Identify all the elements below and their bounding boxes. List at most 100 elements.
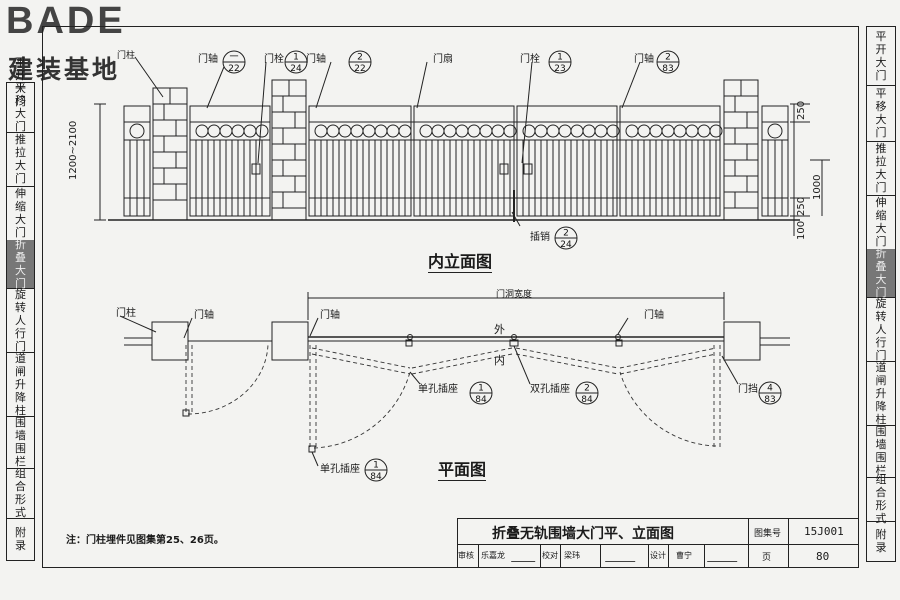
left-tab-8[interactable]: 组合形式 — [7, 467, 34, 519]
page-label: 页 — [762, 553, 772, 563]
left-tab-label: 组合形式 — [15, 467, 26, 519]
design-name: 曹宁 — [676, 551, 692, 560]
gate-ring — [594, 124, 608, 138]
gate-ring — [455, 124, 469, 138]
right-tab-9[interactable]: 附录 — [867, 521, 895, 562]
left-tab-7[interactable]: 围墙围栏 — [7, 416, 34, 469]
elev-label-bolt-1: 门栓 — [264, 54, 284, 65]
right-tab-label: 伸缩大门 — [875, 196, 887, 248]
left-category-tabs: 平开大门平移大门推拉大门伸缩大门折叠大门旋转人行门道闸升降柱围墙围栏组合形式附录 — [6, 56, 35, 561]
gate-ring — [219, 124, 233, 138]
elev-label-axis-2: 门轴 — [306, 54, 326, 65]
elevation-ref-3: 123 — [548, 50, 572, 74]
gate-ring — [479, 124, 493, 138]
gate-ring — [582, 124, 596, 138]
plan-label-single-socket-2: 单孔插座 — [320, 464, 360, 475]
right-category-tabs: 平开大门平移大门推拉大门伸缩大门折叠大门旋转人行门道闸升降柱围墙围栏组合形式附录 — [866, 26, 896, 562]
right-tab-4[interactable]: 折叠大门 — [867, 247, 895, 299]
atlas-label: 图集号 — [754, 529, 782, 539]
left-tab-6[interactable]: 道闸升降柱 — [7, 352, 34, 417]
right-tab-1[interactable]: 平移大门 — [867, 85, 895, 142]
ref-bottom-text: 83 — [662, 64, 673, 74]
right-tab-label: 道闸升降柱 — [875, 360, 887, 426]
gate-ring — [673, 124, 687, 138]
left-tab-label: 围墙围栏 — [15, 416, 26, 468]
gate-ring — [314, 124, 328, 138]
left-tab-label: 附录 — [15, 526, 26, 552]
left-tab-label: 平开大门 — [15, 56, 26, 108]
plan-label-axis-2: 门轴 — [320, 310, 340, 321]
elev-label-leaf: 门扇 — [433, 54, 453, 65]
plan-label-stopper: 门挡 — [738, 384, 758, 395]
gate-ring — [685, 124, 699, 138]
left-tab-2[interactable]: 推拉大门 — [7, 132, 34, 187]
gate-ring — [350, 124, 364, 138]
ref-bottom-text: 84 — [370, 472, 382, 482]
gate-ring — [431, 124, 445, 138]
ref-top-text: 1 — [373, 461, 379, 471]
right-tab-label: 附录 — [875, 528, 887, 554]
ref-bottom-text: 84 — [581, 395, 593, 405]
right-tab-0[interactable]: 平开大门 — [867, 27, 895, 86]
gate-ring — [338, 124, 352, 138]
plan-inside: 内 — [494, 354, 505, 367]
gate-ring — [326, 124, 340, 138]
ref-top-text: 2 — [665, 53, 671, 63]
plan-label-axis-1: 门轴 — [194, 310, 214, 321]
dim-bottom: 250 — [796, 196, 807, 216]
gate-ring — [625, 124, 639, 138]
gate-ring — [570, 124, 584, 138]
plan-label-double-socket: 双孔插座 — [530, 384, 570, 395]
ref-bottom-text: 24 — [560, 240, 572, 250]
review-signature — [510, 549, 542, 562]
right-tab-label: 推拉大门 — [875, 142, 887, 194]
right-tab-label: 折叠大门 — [875, 247, 887, 299]
logo-latin: BADE — [6, 0, 126, 42]
left-tab-5[interactable]: 旋转人行门 — [7, 288, 34, 353]
left-tab-label: 推拉大门 — [15, 133, 26, 185]
right-tab-label: 平开大门 — [875, 30, 887, 82]
atlas-number: 15J001 — [804, 525, 844, 538]
right-tab-label: 平移大门 — [875, 87, 887, 139]
plan-title: 平面图 — [438, 456, 487, 481]
dim-base: 100 — [796, 220, 807, 240]
dim-top: 250 — [796, 100, 807, 120]
ref-top-text: 2 — [563, 229, 569, 239]
gate-ring — [374, 124, 388, 138]
left-tab-1[interactable]: 平移大门 — [7, 81, 34, 133]
right-tab-label: 围墙围栏 — [875, 425, 887, 477]
elevation-ref-1: 124 — [284, 50, 308, 74]
gate-ring — [195, 124, 209, 138]
plan-label-single-socket-1: 单孔插座 — [418, 384, 458, 395]
design-label: 设计 — [650, 551, 666, 560]
plan-ref-2: 483 — [758, 381, 782, 405]
gate-ring — [606, 124, 620, 138]
elevation-ref-4: 283 — [656, 50, 680, 74]
right-tab-6[interactable]: 道闸升降柱 — [867, 361, 895, 426]
gate-ring — [709, 124, 723, 138]
elevation-ref-5: 224 — [554, 226, 578, 250]
elevation-ref-2: 222 — [348, 50, 372, 74]
ref-top-text: 2 — [584, 384, 590, 394]
right-tab-7[interactable]: 围墙围栏 — [867, 425, 895, 478]
drawing-frame — [42, 26, 859, 568]
right-tab-2[interactable]: 推拉大门 — [867, 141, 895, 196]
ref-bottom-text: 24 — [290, 64, 302, 74]
dim-mid: 1000 — [812, 174, 823, 200]
ref-bottom-text: 83 — [764, 395, 775, 405]
title-block: 折叠无轨围墙大门平、立面图 图集号 15J001 页 80 审核 乐嘉龙 校对 … — [457, 518, 858, 567]
left-tab-0[interactable]: 平开大门 — [7, 56, 34, 108]
left-tab-4[interactable]: 折叠大门 — [7, 238, 34, 290]
ref-top-text: 1 — [478, 384, 484, 394]
left-tab-9[interactable]: 附录 — [7, 518, 34, 561]
right-tab-8[interactable]: 组合形式 — [867, 473, 895, 525]
gate-ring — [443, 124, 457, 138]
plan-ref-3: 184 — [364, 458, 388, 482]
elev-label-post: 门柱 — [117, 51, 136, 61]
right-tab-5[interactable]: 旋转人行门 — [867, 297, 895, 362]
review-name: 乐嘉龙 — [481, 551, 505, 560]
gate-ring — [637, 124, 651, 138]
ref-top-text: 4 — [767, 384, 773, 394]
